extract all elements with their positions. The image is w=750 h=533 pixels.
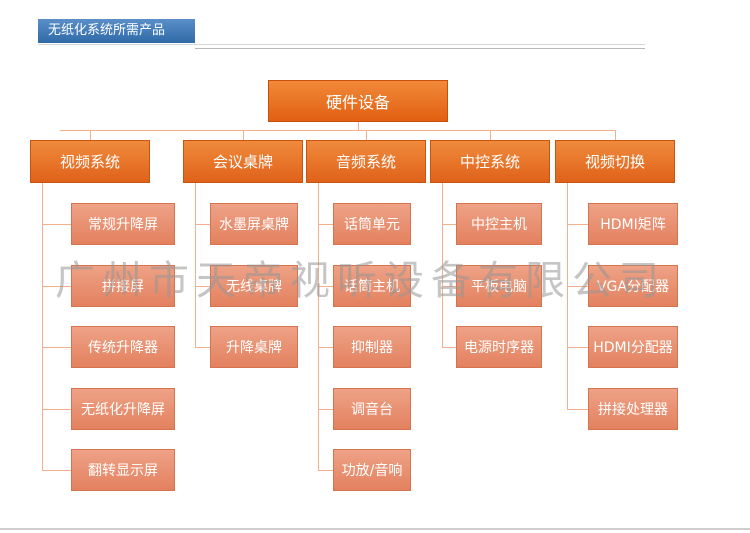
item-connector: [567, 408, 588, 410]
item-connector: [567, 347, 588, 348]
item-node: 拼接屏: [71, 264, 175, 307]
category-connector: [615, 130, 616, 140]
item-node: 升降桌牌: [210, 326, 298, 368]
item-connector: [442, 347, 456, 348]
section-title: 无纸化系统所需产品: [38, 19, 195, 43]
category-connector: [366, 130, 367, 140]
item-connector: [567, 224, 588, 225]
category-node: 视频切换: [555, 140, 675, 183]
category-bus: [60, 130, 615, 131]
category-node: 音频系统: [306, 140, 426, 183]
item-node: 话筒主机: [333, 264, 411, 307]
item-node: 话筒单元: [333, 203, 411, 245]
item-node: 无线桌牌: [210, 264, 298, 307]
category-connector: [243, 130, 244, 140]
item-node: 中控主机: [456, 203, 542, 245]
title-divider: [38, 44, 645, 45]
item-connector: [442, 224, 456, 225]
title-divider-shadow: [195, 48, 645, 49]
item-connector: [318, 347, 333, 348]
category-connector: [490, 130, 491, 140]
item-connector: [318, 470, 333, 471]
category-node: 视频系统: [30, 140, 150, 183]
category-node: 会议桌牌: [183, 140, 303, 183]
root-node: 硬件设备: [268, 80, 448, 122]
item-connector: [42, 470, 71, 471]
item-connector: [318, 224, 333, 225]
item-node: 调音台: [333, 387, 411, 430]
item-connector: [42, 347, 71, 348]
item-trunk: [42, 183, 43, 470]
item-connector: [195, 347, 210, 348]
item-connector: [318, 408, 333, 410]
item-connector: [567, 285, 588, 287]
item-connector: [42, 285, 71, 287]
item-connector: [318, 285, 333, 287]
item-node: 平板电脑: [456, 264, 542, 307]
item-trunk: [318, 183, 319, 470]
bottom-divider: [0, 528, 750, 530]
item-node: 抑制器: [333, 326, 411, 368]
category-node: 中控系统: [430, 140, 550, 183]
item-connector: [42, 408, 71, 410]
item-node: 水墨屏桌牌: [210, 203, 298, 245]
item-node: 电源时序器: [456, 326, 542, 368]
item-connector: [195, 224, 210, 225]
item-trunk: [567, 183, 568, 409]
item-trunk: [442, 183, 443, 347]
root-connector: [358, 122, 359, 130]
item-connector: [195, 285, 210, 287]
item-node: 功放/音响: [333, 449, 411, 491]
item-node: HDMI分配器: [588, 326, 678, 368]
item-node: 无纸化升降屏: [71, 387, 175, 430]
item-node: 翻转显示屏: [71, 449, 175, 491]
item-trunk: [195, 183, 196, 347]
item-connector: [442, 285, 456, 287]
item-node: 传统升降器: [71, 326, 175, 368]
category-connector: [90, 130, 91, 140]
item-node: 常规升降屏: [71, 203, 175, 245]
item-node: 拼接处理器: [588, 387, 678, 430]
item-node: VGA分配器: [588, 264, 678, 307]
item-connector: [42, 224, 71, 225]
item-node: HDMI矩阵: [588, 203, 678, 245]
